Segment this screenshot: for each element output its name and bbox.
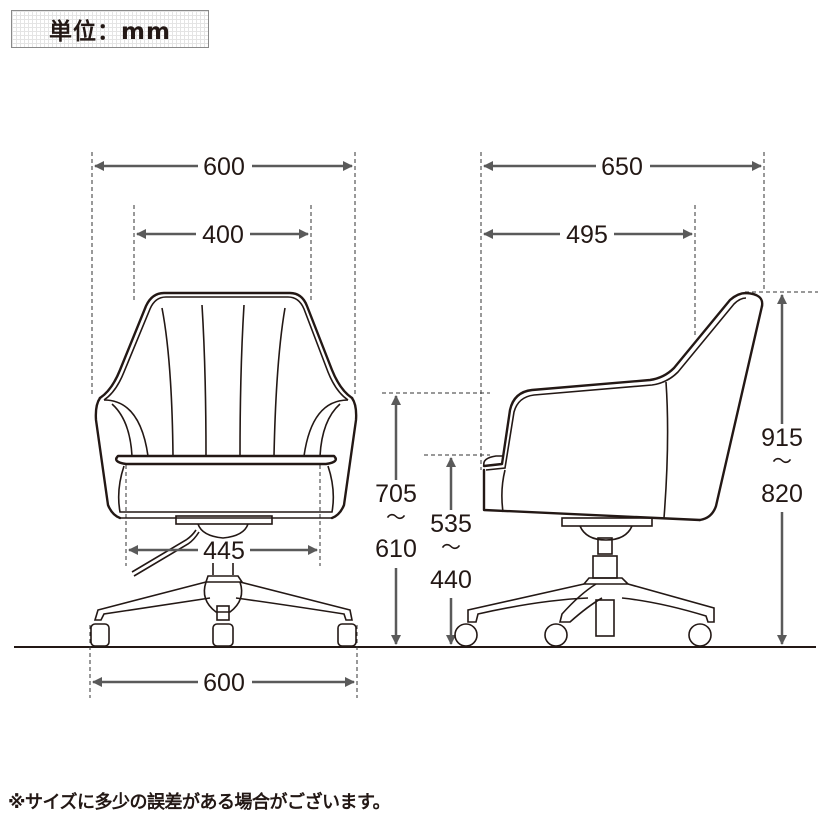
size-tolerance-note: ※サイズに多少の誤差がある場合がございます。 (8, 792, 391, 813)
armrest-height-max: 705 (375, 480, 417, 508)
side-seat-depth: 495 (566, 221, 608, 249)
side-view-chair (454, 152, 818, 647)
seat-height-max: 535 (430, 510, 472, 538)
seat-range-symbol: ～ (441, 537, 461, 559)
unit-label: 単位：mm (11, 10, 209, 48)
side-overall-depth: 650 (601, 153, 643, 181)
total-height-min: 820 (761, 480, 803, 508)
front-base-width: 600 (203, 669, 245, 697)
front-view-chair (89, 152, 358, 698)
front-seat-width: 445 (203, 537, 245, 565)
total-height-range-symbol: ～ (772, 451, 792, 473)
armrest-height-min: 610 (375, 535, 417, 563)
seat-height-min: 440 (430, 566, 472, 594)
total-height-max: 915 (761, 424, 803, 452)
front-back-width: 400 (202, 221, 244, 249)
armrest-range-symbol: ～ (386, 507, 406, 529)
front-overall-width: 600 (203, 153, 245, 181)
